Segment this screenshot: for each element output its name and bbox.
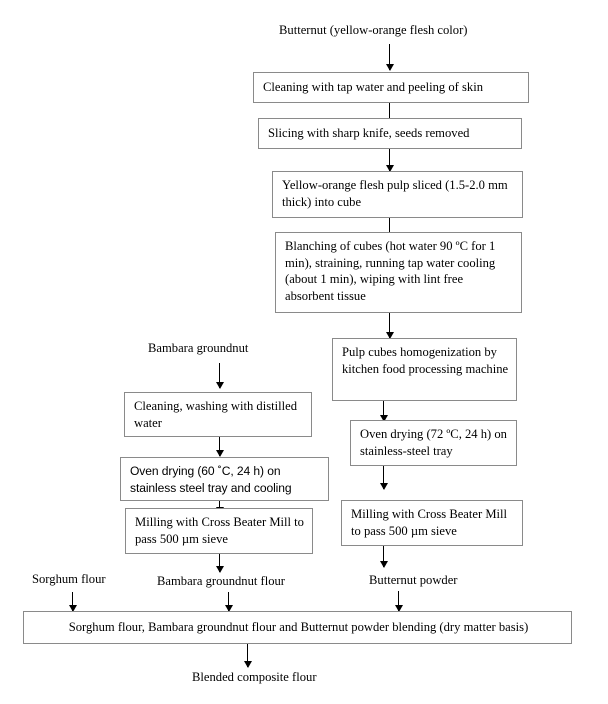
arrow-butternut-powder-to-blending [394, 591, 403, 612]
arrow-start-to-cleaning [385, 44, 394, 71]
arrow-cleaning-to-ovendrying-bambara [215, 437, 224, 457]
label-sorghum-flour: Sorghum flour [32, 572, 106, 586]
arrow-bambara-to-cleaning [215, 363, 224, 389]
label-butternut-start: Butternut (yellow-orange flesh color) [279, 23, 468, 37]
arrow-sorghum-flour-to-blending [68, 592, 77, 612]
arrow-slicing-to-pulp [385, 149, 394, 172]
node-slicing: Slicing with sharp knife, seeds removed [258, 118, 522, 149]
arrow-bambara-flour-to-blending [224, 592, 233, 612]
label-butternut-powder: Butternut powder [369, 573, 458, 587]
node-cleaning-peeling: Cleaning with tap water and peeling of s… [253, 72, 529, 103]
label-bambara-groundnut: Bambara groundnut [148, 341, 249, 355]
arrow-blending-to-composite-flour [243, 644, 252, 668]
node-milling-bambara: Milling with Cross Beater Mill to pass 5… [125, 508, 313, 554]
node-oven-drying-bambara: Oven drying (60 ˚C, 24 h) on stainless s… [120, 457, 329, 501]
arrow-homogenization-to-ovendrying [379, 401, 388, 422]
arrow-blanching-to-homogenization [385, 313, 394, 339]
node-pulp-sliced: Yellow-orange flesh pulp sliced (1.5-2.0… [272, 171, 523, 218]
node-cleaning-washing-bambara: Cleaning, washing with distilled water [124, 392, 312, 437]
arrow-milling-to-bambara-flour [215, 554, 224, 573]
node-blending: Sorghum flour, Bambara groundnut flour a… [23, 611, 572, 644]
node-homogenization: Pulp cubes homogenization by kitchen foo… [332, 338, 517, 401]
arrow-ovendrying-to-milling-butternut [379, 466, 388, 490]
label-blended-composite-flour: Blended composite flour [192, 670, 317, 684]
label-bambara-groundnut-flour: Bambara groundnut flour [157, 574, 286, 588]
node-milling-butternut: Milling with Cross Beater Mill to pass 5… [341, 500, 523, 546]
node-oven-drying-butternut: Oven drying (72 ºC, 24 h) on stainless-s… [350, 420, 517, 466]
arrow-milling-to-butternut-powder [379, 546, 388, 568]
node-blanching: Blanching of cubes (hot water 90 ºC for … [275, 232, 522, 313]
